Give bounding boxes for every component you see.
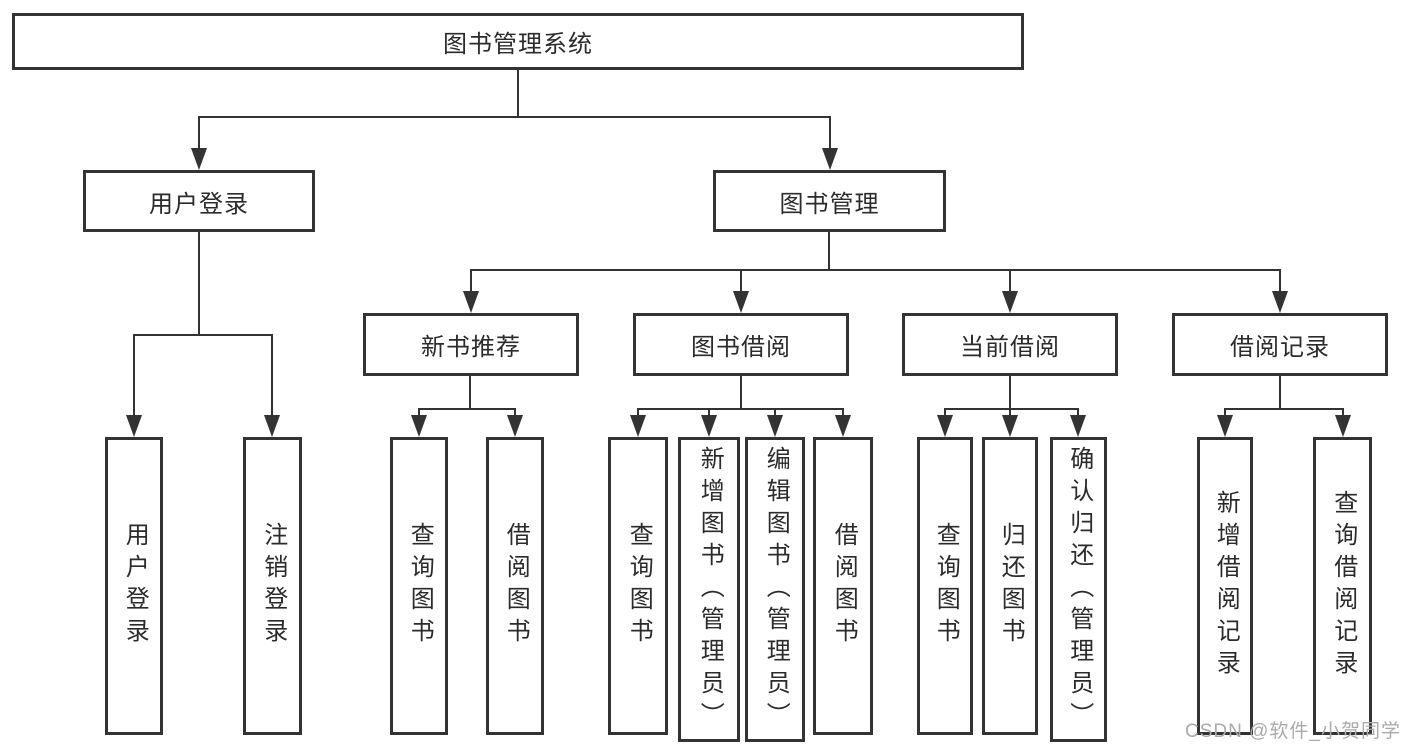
connector-stub <box>271 334 273 417</box>
leaf-label: 归还图书 <box>997 522 1025 650</box>
leaf-label: 查询图书 <box>406 522 434 650</box>
leaf-label: 确认归还（管理员） <box>1065 445 1093 734</box>
arrow-down-icon <box>822 148 838 170</box>
connector-stub <box>637 408 639 418</box>
leaf-label: 借阅图书 <box>830 522 858 650</box>
connector-stub <box>1224 408 1226 418</box>
connector-stub <box>944 408 946 418</box>
leaf-label: 查询图书 <box>932 522 960 650</box>
arrow-down-icon <box>264 415 280 437</box>
node-book-borrowing: 图书借阅 <box>633 313 849 376</box>
connector-mgmt-drop <box>828 232 830 270</box>
leaf-label: 查询借阅记录 <box>1329 490 1357 682</box>
connector-stub <box>774 408 776 418</box>
leaf-return-books: 归还图书 <box>982 437 1038 735</box>
arrow-down-icon <box>1335 415 1351 437</box>
node-label: 借阅记录 <box>1230 334 1330 361</box>
leaf-edit-books-admin: 编辑图书（管理员） <box>745 437 805 742</box>
node-borrowing-records: 借阅记录 <box>1172 313 1388 376</box>
connector-stub <box>1009 408 1011 418</box>
leaf-query-books-recommend: 查询图书 <box>390 437 448 735</box>
connector-record-drop <box>1279 376 1281 409</box>
leaf-query-borrow-record: 查询借阅记录 <box>1313 437 1372 735</box>
arrow-down-icon <box>701 415 717 437</box>
arrow-down-icon <box>507 415 523 437</box>
node-label: 用户登录 <box>149 190 249 218</box>
connector-current-drop <box>1009 376 1011 410</box>
connector-stub <box>133 334 135 417</box>
node-book-management: 图书管理 <box>713 170 946 232</box>
arrow-down-icon <box>1070 415 1086 437</box>
connector-level3-rail <box>470 269 1281 271</box>
arrow-down-icon <box>411 415 427 437</box>
connector-login-rail <box>133 334 273 336</box>
arrow-down-icon <box>191 148 207 170</box>
arrow-down-icon <box>1217 415 1233 437</box>
connector-stub <box>1077 408 1079 418</box>
connector-record-rail <box>1224 408 1344 410</box>
leaf-logout: 注销登录 <box>243 437 302 735</box>
connector-stub <box>829 116 831 150</box>
node-library-management-system: 图书管理系统 <box>12 13 1024 70</box>
leaf-label: 编辑图书（管理员） <box>762 445 790 734</box>
connector-stub <box>708 408 710 418</box>
leaf-query-books-current: 查询图书 <box>917 437 973 735</box>
arrow-down-icon <box>1272 291 1288 313</box>
connector-newbook-rail <box>418 408 516 410</box>
connector-stub <box>1279 269 1281 293</box>
connector-newbook-drop <box>469 376 471 409</box>
leaf-add-borrow-record: 新增借阅记录 <box>1197 437 1253 735</box>
leaf-confirm-return-admin: 确认归还（管理员） <box>1050 437 1107 742</box>
node-current-borrowing: 当前借阅 <box>902 313 1118 376</box>
connector-stub <box>842 408 844 418</box>
leaf-borrow-books-recommend: 借阅图书 <box>486 437 544 735</box>
leaf-label: 查询图书 <box>625 522 653 650</box>
leaf-label: 新增图书（管理员） <box>696 445 724 734</box>
connector-stub <box>514 408 516 418</box>
leaf-add-books-admin: 新增图书（管理员） <box>678 437 740 742</box>
arrow-down-icon <box>767 415 783 437</box>
node-label: 图书借阅 <box>691 334 791 361</box>
node-label: 图书管理系统 <box>443 31 593 58</box>
arrow-down-icon <box>835 415 851 437</box>
connector-stub <box>470 269 472 293</box>
connector-stub <box>1342 408 1344 418</box>
leaf-user-login: 用户登录 <box>105 437 163 735</box>
arrow-down-icon <box>630 415 646 437</box>
arrow-down-icon <box>1002 291 1018 313</box>
connector-stub <box>1009 269 1011 293</box>
leaf-label: 注销登录 <box>259 522 287 650</box>
connector-current-rail <box>944 408 1079 410</box>
connector-stub <box>198 116 200 150</box>
connector-borrow-drop <box>740 376 742 410</box>
leaf-label: 新增借阅记录 <box>1212 490 1240 682</box>
connector-root-drop <box>517 70 519 117</box>
leaf-label: 用户登录 <box>121 522 149 650</box>
csdn-watermark: CSDN @软件_小贺同学 <box>1185 721 1401 742</box>
leaf-label: 借阅图书 <box>502 522 530 650</box>
arrow-down-icon <box>733 291 749 313</box>
node-label: 新书推荐 <box>421 334 521 361</box>
connector-borrow-rail <box>637 408 844 410</box>
leaf-borrow-books: 借阅图书 <box>813 437 873 735</box>
node-new-book-recommendation: 新书推荐 <box>363 313 579 376</box>
node-label: 当前借阅 <box>960 334 1060 361</box>
node-label: 图书管理 <box>779 190 880 218</box>
arrow-down-icon <box>463 291 479 313</box>
connector-login-drop <box>198 232 200 336</box>
connector-stub <box>418 408 420 418</box>
arrow-down-icon <box>1002 415 1018 437</box>
leaf-query-books-borrow: 查询图书 <box>608 437 668 735</box>
connector-stub <box>740 269 742 293</box>
connector-level2-rail <box>198 116 831 118</box>
arrow-down-icon <box>937 415 953 437</box>
node-user-login: 用户登录 <box>83 170 315 232</box>
arrow-down-icon <box>126 415 142 437</box>
